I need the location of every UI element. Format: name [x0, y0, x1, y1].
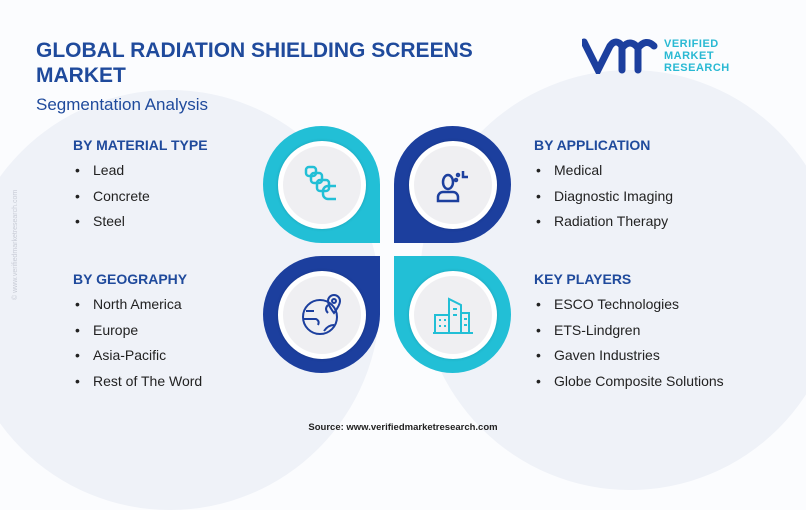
list-item: ESCO Technologies [534, 296, 724, 322]
material-tile [263, 126, 380, 243]
logo-text: RESEARCH [664, 62, 730, 74]
segment-title: KEY PLAYERS [534, 271, 632, 287]
segment-title: BY MATERIAL TYPE [73, 137, 208, 153]
logo-text: VERIFIED [664, 38, 719, 50]
logo-text: MARKET [664, 50, 715, 62]
side-watermark: © www.verifiedmarketresearch.com [12, 189, 19, 300]
page-title: GLOBAL RADIATION SHIELDING SCREENS MARKE… [36, 39, 473, 87]
segment-title: BY GEOGRAPHY [73, 271, 188, 287]
list-item: Gaven Industries [534, 347, 724, 373]
list-item: Steel [73, 213, 208, 239]
list-item: Lead [73, 162, 208, 188]
page-subtitle: Segmentation Analysis [36, 95, 208, 114]
source-text: Source: www.verifiedmarketresearch.com [308, 422, 498, 433]
segment-players: KEY PLAYERS ESCO TechnologiesETS-Lindgre… [534, 271, 724, 398]
list-item: Radiation Therapy [534, 213, 673, 239]
list-item: Asia-Pacific [73, 347, 202, 373]
list-item: ETS-Lindgren [534, 322, 724, 348]
list-item: Concrete [73, 188, 208, 214]
application-tile [394, 126, 511, 243]
segment-application: BY APPLICATION MedicalDiagnostic Imaging… [534, 137, 673, 239]
list-item: Diagnostic Imaging [534, 188, 673, 214]
list-item: Rest of The Word [73, 373, 202, 399]
segment-material: BY MATERIAL TYPE LeadConcreteSteel [73, 137, 208, 239]
list-item: Medical [534, 162, 673, 188]
list-item: Globe Composite Solutions [534, 373, 724, 399]
list-item: North America [73, 296, 202, 322]
geography-tile [263, 256, 380, 373]
vmr-logo-icon [582, 38, 658, 74]
globe-pin-icon [301, 293, 341, 335]
players-tile [394, 256, 511, 373]
person-scan-icon [436, 170, 468, 202]
layers-icon [304, 165, 336, 200]
segment-geography: BY GEOGRAPHY North AmericaEuropeAsia-Pac… [73, 271, 202, 398]
buildings-icon [432, 296, 473, 334]
list-item: Europe [73, 322, 202, 348]
segment-title: BY APPLICATION [534, 137, 651, 153]
